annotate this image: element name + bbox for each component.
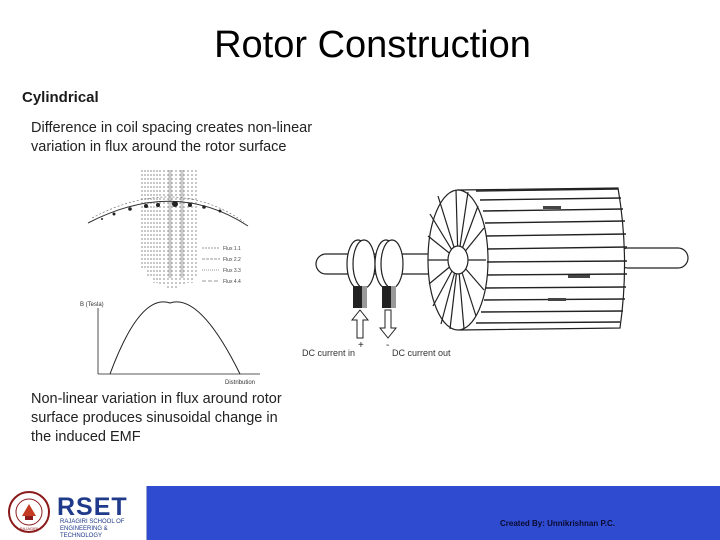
dc-current-in-label: DC current in: [302, 348, 355, 358]
cylindrical-rotor-diagram: + - DC current in DC current out: [298, 178, 700, 366]
flux-curve: [110, 302, 240, 374]
rotor-hub: [448, 246, 468, 274]
minus-sign: -: [386, 340, 389, 351]
x-axis-label: Distribution: [225, 380, 255, 386]
legend: Flux 1.1 Flux 2.2 Flux 3.3 Flux 4.4: [202, 246, 241, 285]
shaft-right: [618, 248, 688, 268]
plus-sign: +: [358, 340, 364, 351]
author-credit: Created By: Unnikrishnan P.C.: [500, 519, 615, 528]
rset-logo-text: RSET: [57, 493, 128, 522]
rset-logo-subtext: RAJAGIRI SCHOOL OF ENGINEERING & TECHNOL…: [60, 519, 144, 540]
legend-flux-3: Flux 3.3: [223, 268, 241, 274]
paragraph-emf: Non-linear variation in flux around roto…: [31, 390, 301, 447]
college-seal-icon: RAJAGIRI: [7, 490, 51, 534]
seal-text: RAJAGIRI: [20, 526, 38, 531]
arrow-down-icon: [380, 310, 396, 338]
legend-flux-4: Flux 4.4: [223, 279, 241, 285]
y-axis-label: B (Tesla): [80, 302, 104, 308]
subheading-cylindrical: Cylindrical: [22, 89, 99, 106]
flux-distribution-diagram: Flux 1.1 Flux 2.2 Flux 3.3 Flux 4.4 B (T…: [80, 168, 280, 388]
dc-current-out-label: DC current out: [392, 348, 451, 358]
conductor-dots: [101, 201, 222, 220]
paragraph-coil-spacing: Difference in coil spacing creates non-l…: [31, 119, 331, 157]
brush-left: [353, 286, 362, 308]
arrow-up-icon: [352, 310, 368, 338]
brush-right: [382, 286, 391, 308]
slide-title: Rotor Construction: [0, 24, 720, 67]
legend-flux-1: Flux 1.1: [223, 246, 241, 252]
legend-flux-2: Flux 2.2: [223, 257, 241, 263]
